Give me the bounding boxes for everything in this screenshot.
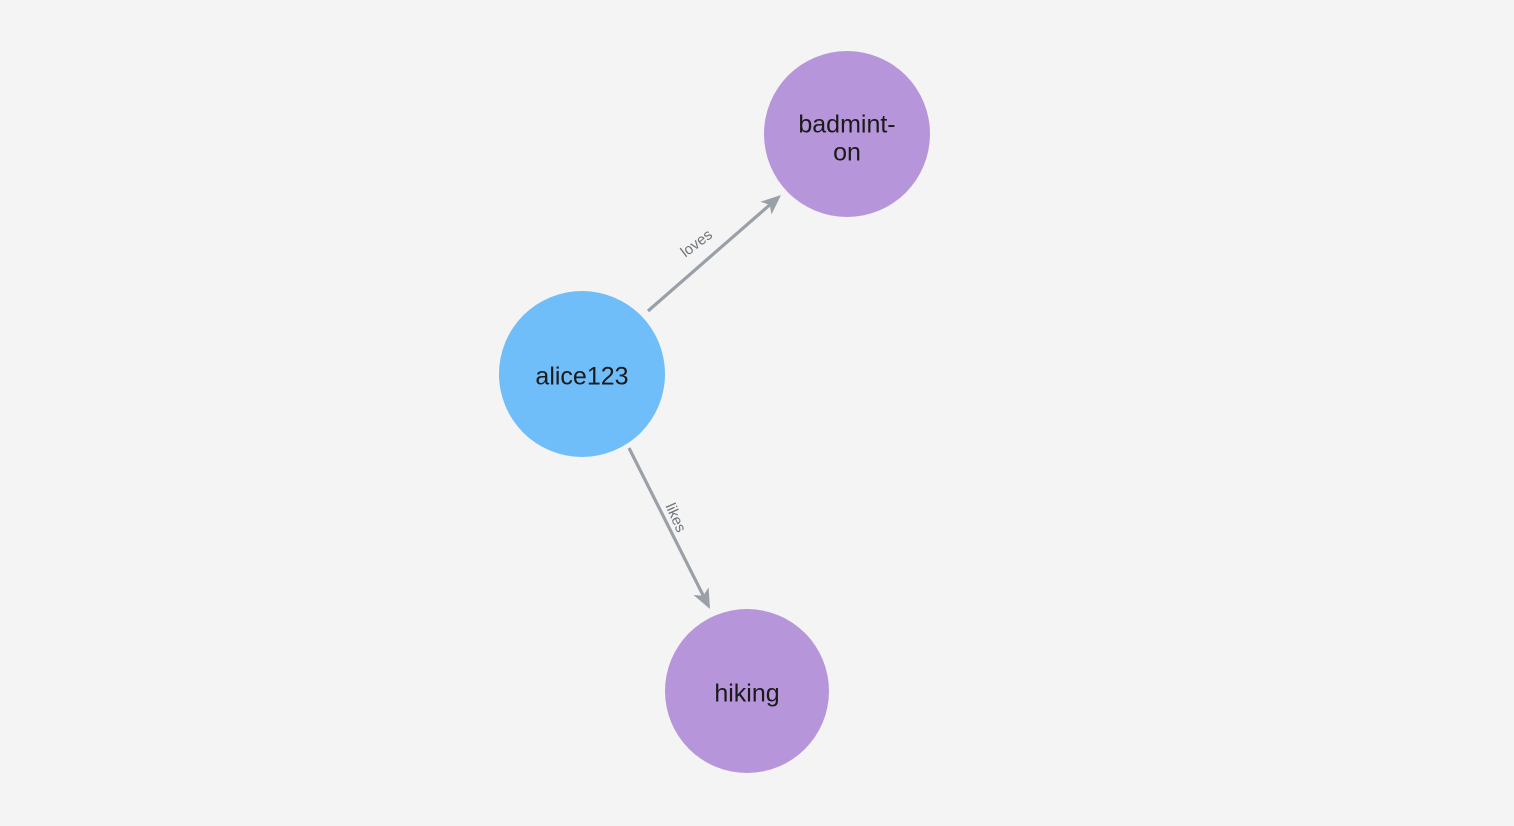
node-hiking-circle[interactable] xyxy=(665,609,829,773)
node-alice123-circle[interactable] xyxy=(499,291,665,457)
edge-loves-line xyxy=(646,202,772,313)
node-hiking[interactable]: hiking xyxy=(665,609,829,773)
node-alice123[interactable]: alice123 xyxy=(499,291,665,457)
edge-likes-line xyxy=(627,447,706,598)
node-badminton-circle[interactable] xyxy=(764,51,930,217)
edge-likes[interactable]: likes xyxy=(627,447,710,609)
edge-likes-arrowhead xyxy=(693,587,710,609)
node-badminton[interactable]: badmint- on xyxy=(764,51,930,217)
edge-loves-arrowhead xyxy=(760,195,781,215)
edge-loves[interactable]: loves xyxy=(646,195,781,313)
